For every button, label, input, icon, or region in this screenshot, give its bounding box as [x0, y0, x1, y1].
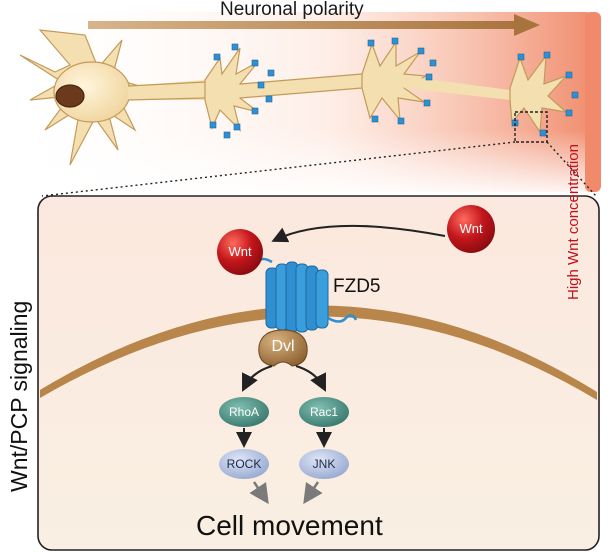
rock-node	[219, 449, 269, 479]
rac1-label: Rac1	[309, 405, 338, 419]
fzd5-receptor	[256, 257, 358, 333]
wnt-ligand-bound	[217, 229, 263, 275]
signaling-box	[37, 195, 600, 551]
zoom-indicator	[41, 111, 597, 197]
rac1-node	[299, 397, 349, 427]
neuron-receptors	[209, 37, 579, 139]
pathway-label: Wnt/PCP signaling	[6, 300, 32, 492]
polarity-title: Neuronal polarity	[220, 0, 364, 20]
wnt-concentration-label: High Wnt concentration	[565, 144, 582, 300]
polarity-arrow	[88, 14, 540, 36]
rock-label: ROCK	[226, 457, 262, 471]
jnk-node	[299, 449, 349, 479]
ligand-binding-arrow	[271, 224, 446, 243]
jnk-label: JNK	[312, 457, 336, 471]
cell-movement-label: Cell movement	[196, 510, 383, 541]
fzd5-label: FZD5	[333, 276, 381, 297]
neuron	[19, 29, 568, 166]
dvl-to-rac1-arrow	[295, 364, 326, 392]
wnt-bound-label: Wnt	[228, 244, 252, 259]
wnt-free-label: Wnt	[459, 221, 483, 236]
dvl-label: Dvl	[271, 338, 295, 355]
rock-to-movement-arrow	[249, 481, 269, 505]
dvl-to-rhoa-arrow	[242, 364, 273, 392]
wnt-gradient-band	[0, 12, 601, 192]
wnt-ligand-free	[447, 205, 495, 253]
rhoa-label: RhoA	[228, 405, 260, 419]
rhoa-node	[219, 397, 269, 427]
jnk-to-movement-arrow	[303, 481, 323, 505]
